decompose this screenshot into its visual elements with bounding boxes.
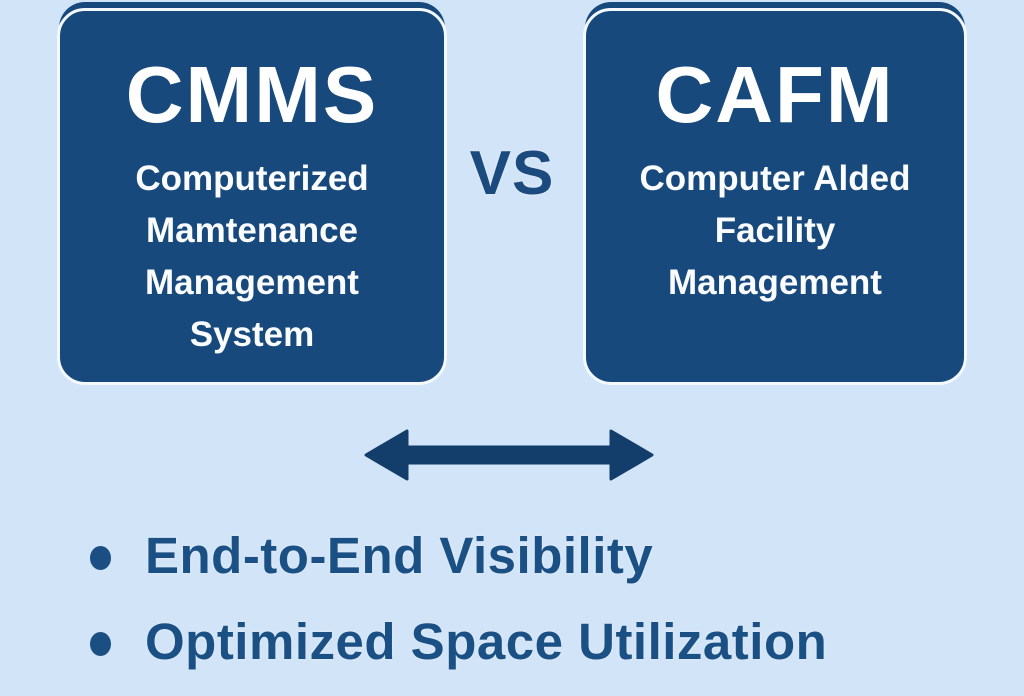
list-item: End-to-End Visibility (90, 524, 827, 586)
feature-label: Optimized Space Utilization (145, 612, 828, 670)
infographic-canvas: CMMS Computerized Mamtenance Management … (57, 8, 967, 670)
cmms-box: CMMS Computerized Mamtenance Management … (57, 8, 447, 385)
bullet-dot-icon (90, 632, 111, 656)
cmms-full-name: Computerized Mamtenance Management Syste… (135, 159, 369, 354)
cmms-acronym: CMMS (125, 50, 379, 139)
list-item: Optimized Space Utilization (90, 610, 827, 672)
vs-label: VS (469, 139, 555, 208)
feature-label: End-to-End Visibility (145, 526, 654, 584)
cafm-box: CAFM Computer Alded Facility Management (583, 8, 967, 385)
double-arrow-icon (363, 426, 655, 484)
cafm-full-name: Computer Alded Facility Management (639, 159, 911, 302)
bullet-dot-icon (90, 546, 111, 570)
cafm-acronym: CAFM (655, 50, 895, 139)
feature-list: End-to-End Visibility Optimized Space Ut… (90, 524, 827, 696)
